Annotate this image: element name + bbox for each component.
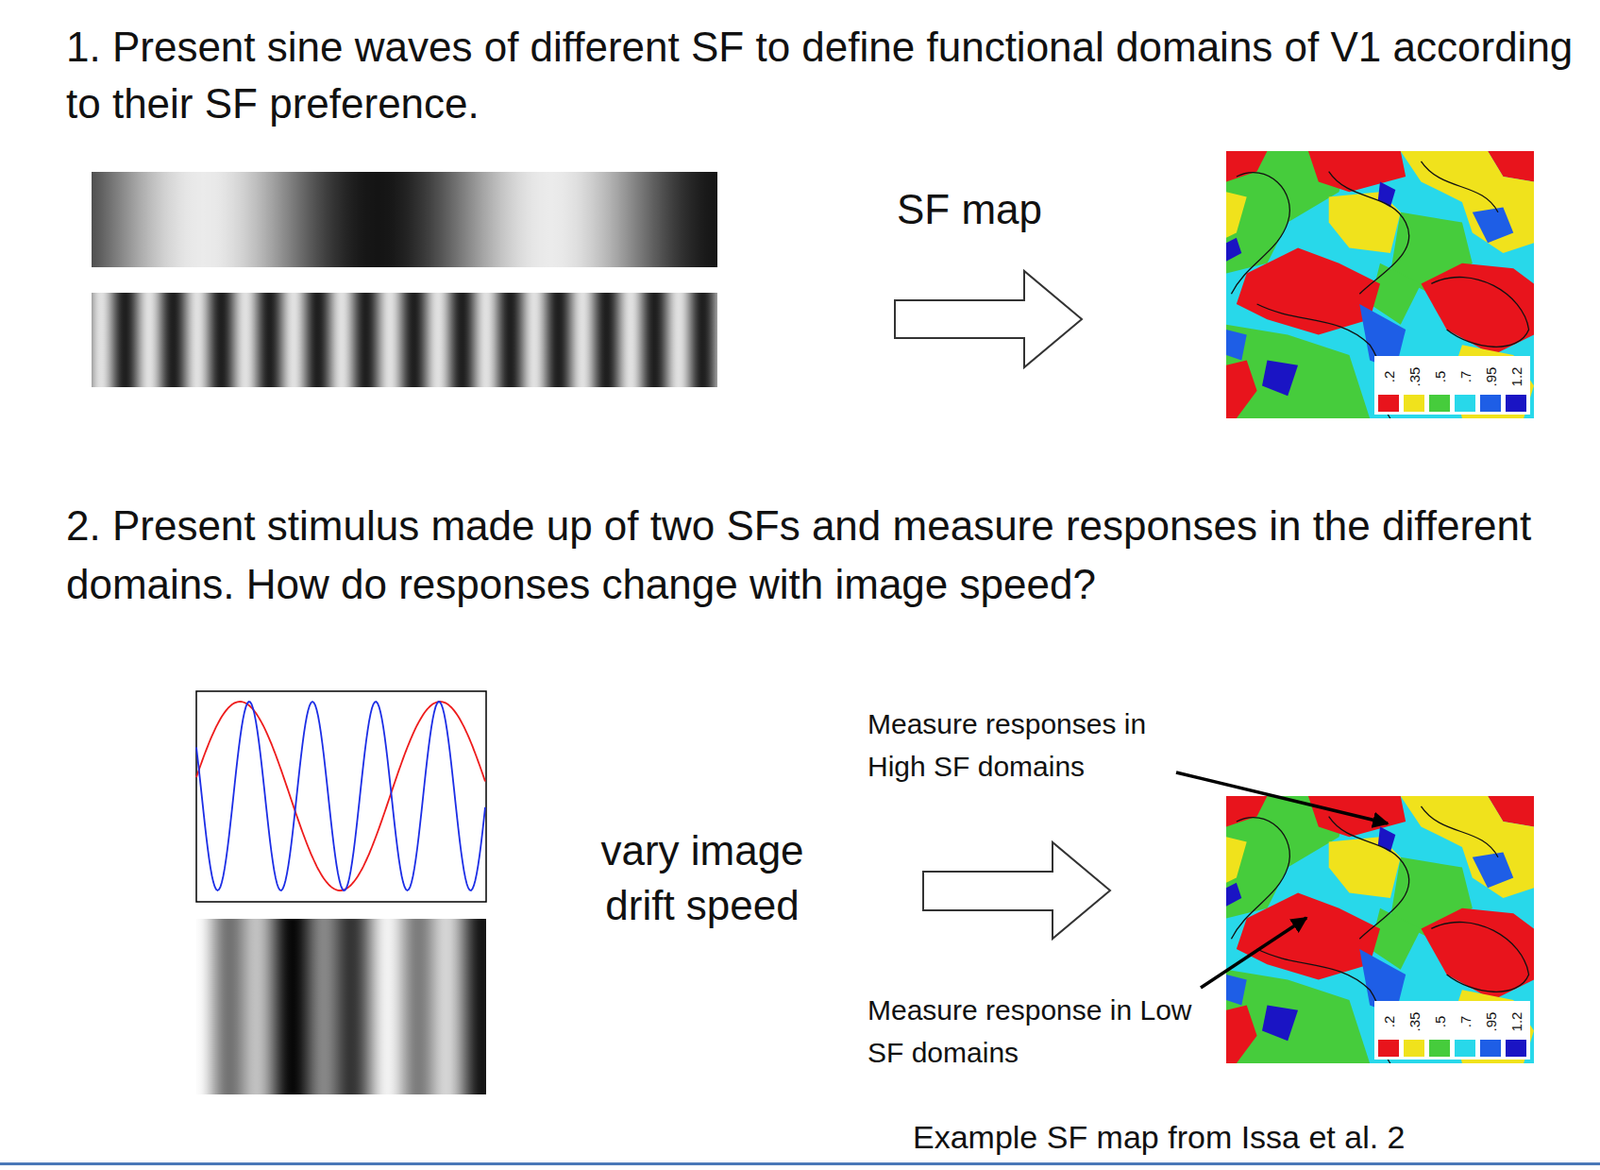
callout-text: Measure response in Low SF domains xyxy=(867,988,1208,1074)
legend-swatch xyxy=(1454,1039,1476,1057)
legend-value: 1.2 xyxy=(1508,367,1525,388)
legend-swatch xyxy=(1480,394,1501,412)
block-arrow xyxy=(923,842,1111,939)
legend-entry: .5 xyxy=(1429,1003,1450,1057)
legend-label-slot: .7 xyxy=(1454,358,1476,395)
sf-map xyxy=(1226,795,1534,1063)
legend-entry: .95 xyxy=(1480,358,1501,412)
high-sf-grating xyxy=(91,292,718,388)
legend-value: .35 xyxy=(1406,367,1423,388)
legend-value: .7 xyxy=(1457,370,1474,384)
sine-plot-frame xyxy=(196,690,487,902)
legend-swatch xyxy=(1505,394,1527,412)
legend-entry: .7 xyxy=(1454,1003,1476,1057)
legend-swatch xyxy=(1480,1039,1501,1057)
legend-label-slot: .2 xyxy=(1378,1003,1399,1040)
legend-label-slot: .95 xyxy=(1480,358,1501,395)
legend-entry: 1.2 xyxy=(1505,358,1527,412)
legend-swatch xyxy=(1505,1039,1527,1057)
legend-label-slot: .35 xyxy=(1403,1003,1425,1040)
block-arrow xyxy=(894,270,1082,368)
legend-label-slot: 1.2 xyxy=(1505,1003,1527,1040)
legend-swatch xyxy=(1429,1039,1450,1057)
low-sf-grating xyxy=(91,171,718,268)
legend-value: .95 xyxy=(1482,367,1499,388)
step-text: 1. Present sine waves of different SF to… xyxy=(66,18,1596,133)
map-legend: .2 .35 .5 .7 .95 1.2 xyxy=(1374,1000,1531,1060)
legend-entry: .95 xyxy=(1480,1003,1501,1057)
leader-arrow xyxy=(1200,917,1307,988)
legend-swatch xyxy=(1403,394,1425,412)
legend-value: .5 xyxy=(1431,370,1449,384)
arrow-label: vary image drift speed xyxy=(570,823,835,933)
legend-value: .7 xyxy=(1457,1015,1474,1028)
legend-label-slot: .2 xyxy=(1378,358,1399,395)
map-legend: .2 .35 .5 .7 .95 1.2 xyxy=(1374,355,1531,415)
slide-rule xyxy=(0,1162,1600,1165)
legend-value: .2 xyxy=(1381,370,1398,384)
legend-value: .2 xyxy=(1381,1015,1398,1028)
legend-entry: .2 xyxy=(1378,358,1399,412)
legend-swatch xyxy=(1403,1039,1425,1057)
legend-entry: .35 xyxy=(1403,1003,1425,1057)
legend-label-slot: .5 xyxy=(1429,358,1450,395)
step-text: 2. Present stimulus made up of two SFs a… xyxy=(66,496,1596,614)
legend-swatch xyxy=(1454,394,1476,412)
legend-value: 1.2 xyxy=(1508,1011,1525,1032)
callout-text: Measure responses in High SF domains xyxy=(867,702,1208,788)
map-label: SF map xyxy=(896,185,1086,235)
caption-text: Example SF map from Issa et al. 2 xyxy=(912,1117,1600,1156)
high-sf-sine xyxy=(196,701,486,891)
legend-entry: 1.2 xyxy=(1505,1003,1527,1057)
legend-value: .5 xyxy=(1431,1015,1449,1028)
leader-arrow xyxy=(1176,772,1388,824)
legend-label-slot: 1.2 xyxy=(1505,358,1527,395)
legend-value: .95 xyxy=(1482,1011,1499,1032)
legend-label-slot: .7 xyxy=(1454,1003,1476,1040)
legend-label-slot: .95 xyxy=(1480,1003,1501,1040)
legend-swatch xyxy=(1378,1039,1399,1057)
legend-label-slot: .35 xyxy=(1403,358,1425,395)
legend-value: .35 xyxy=(1406,1011,1423,1032)
low-sf-sine xyxy=(196,701,486,891)
legend-entry: .7 xyxy=(1454,358,1476,412)
legend-swatch xyxy=(1429,394,1450,412)
legend-entry: .5 xyxy=(1429,358,1450,412)
legend-entry: .2 xyxy=(1378,1003,1399,1057)
legend-label-slot: .5 xyxy=(1429,1003,1450,1040)
legend-entry: .35 xyxy=(1403,358,1425,412)
sf-map xyxy=(1226,151,1534,419)
compound-grating xyxy=(196,918,487,1095)
legend-swatch xyxy=(1378,394,1399,412)
